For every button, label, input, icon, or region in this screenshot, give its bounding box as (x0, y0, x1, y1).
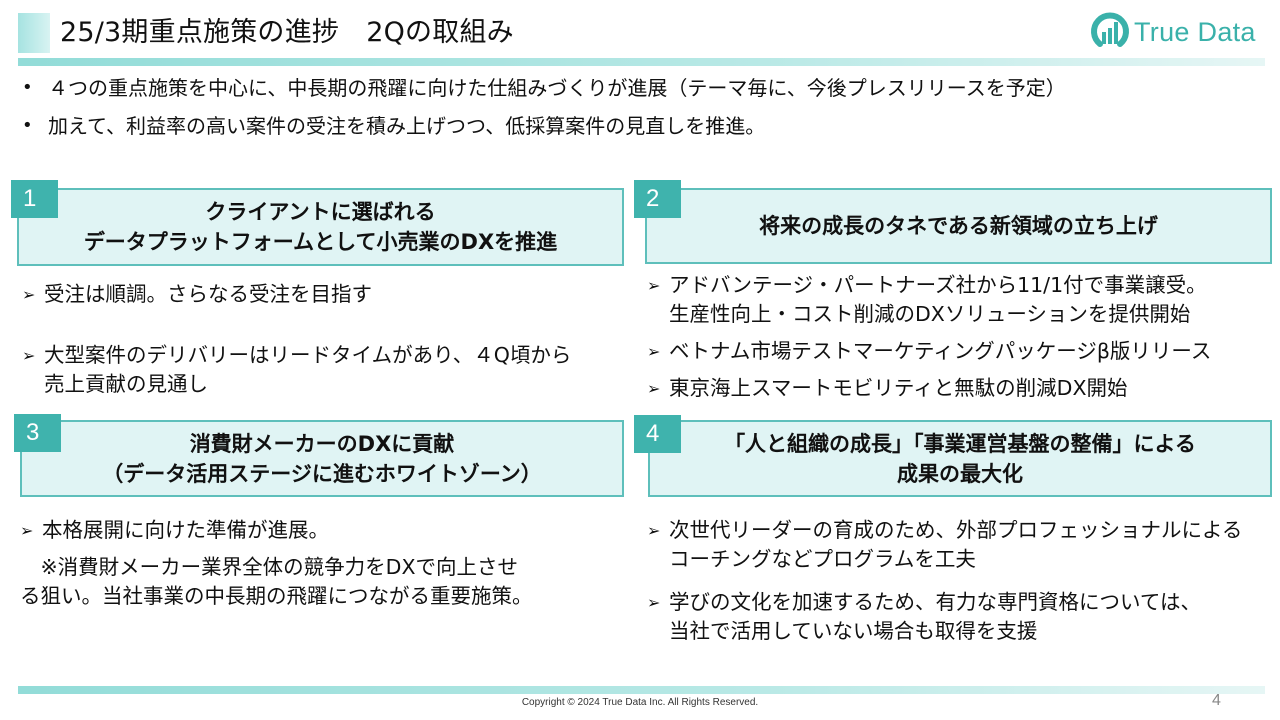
true-data-logo-icon (1090, 10, 1130, 54)
card-3-item: ➢ 本格展開に向けた準備が進展。 (20, 516, 630, 545)
card-4-heading: 「人と組織の成長」「事業運営基盤の整備」による 成果の最大化 (724, 431, 1196, 486)
logo-text: True Data (1134, 16, 1256, 47)
title-accent-bar (18, 13, 50, 53)
arrow-bullet-icon: ➢ (647, 342, 661, 361)
card-3-note: ※消費財メーカー業界全体の競争力をDXで向上させ る狙い。当社事業の中長期の飛躍… (20, 555, 533, 608)
arrow-bullet-icon: ➢ (20, 521, 34, 540)
card-2-item: ➢ 東京海上スマートモビリティと無駄の削減DX開始 (647, 374, 1277, 403)
card-1-items: ➢ 受注は順調。さらなる受注を目指す ➢ 大型案件のデリバリーはリードタイムがあ… (22, 280, 632, 399)
page-title: 25/3期重点施策の進捗 2Qの取組み (60, 17, 514, 48)
card-2-item: ➢ アドバンテージ・パートナーズ社から11/1付で事業譲受。 生産性向上・コスト… (647, 273, 1207, 326)
card-3-heading: 消費財メーカーのDXに貢献 （データ活用ステージに進むホワイトゾーン） (102, 431, 542, 486)
bullet-dot-icon: • (22, 77, 33, 98)
card-2-heading: 将来の成長のタネである新領域の立ち上げ (759, 214, 1158, 238)
card-1-heading: クライアントに選ばれる データプラットフォームとして小売業のDXを推進 (83, 200, 558, 254)
card-4-item: ➢ 学びの文化を加速するため、有力な専門資格については、 当社で活用していない場… (647, 590, 1201, 643)
summary-bullet-text: 加えて、利益率の高い案件の受注を積み上げつつ、低採算案件の見直しを推進。 (48, 114, 766, 138)
copyright-text: Copyright © 2024 True Data Inc. All Righ… (521, 697, 759, 708)
true-data-logo: True Data (1090, 10, 1256, 54)
arrow-bullet-icon: ➢ (22, 285, 36, 304)
card-4-number-badge: 4 (634, 415, 681, 453)
summary-bullets: • ４つの重点施策を中心に、中長期の飛躍に向けた仕組みづくりが進展（テーマ毎に、… (22, 74, 1262, 150)
arrow-bullet-icon: ➢ (647, 593, 661, 612)
card-4-items: ➢ 次世代リーダーの育成のため、外部プロフェッショナルによる コーチングなどプロ… (647, 516, 1277, 646)
bullet-dot-icon: • (22, 115, 33, 136)
card-2-items: ➢ アドバンテージ・パートナーズ社から11/1付で事業譲受。 生産性向上・コスト… (647, 271, 1277, 403)
card-2-item: ➢ ベトナム市場テストマーケティングパッケージβ版リリース (647, 337, 1277, 366)
title-divider (18, 58, 1265, 66)
card-4-item: ➢ 次世代リーダーの育成のため、外部プロフェッショナルによる コーチングなどプロ… (647, 518, 1243, 571)
card-1-item: ➢ 大型案件のデリバリーはリードタイムがあり、４Q頃から 売上貢献の見通し (22, 343, 572, 396)
card-2-number-badge: 2 (634, 180, 681, 218)
page-number: 4 (1212, 692, 1221, 709)
card-3-items: ➢ 本格展開に向けた準備が進展。 ※消費財メーカー業界全体の競争力をDXで向上さ… (20, 516, 630, 611)
summary-bullet-text: ４つの重点施策を中心に、中長期の飛躍に向けた仕組みづくりが進展（テーマ毎に、今後… (48, 76, 1066, 100)
summary-bullet: • ４つの重点施策を中心に、中長期の飛躍に向けた仕組みづくりが進展（テーマ毎に、… (22, 74, 1262, 112)
footer-divider (18, 686, 1265, 694)
card-1-heading-box: クライアントに選ばれる データプラットフォームとして小売業のDXを推進 (17, 188, 624, 266)
arrow-bullet-icon: ➢ (22, 346, 36, 365)
summary-bullet: • 加えて、利益率の高い案件の受注を積み上げつつ、低採算案件の見直しを推進。 (22, 112, 1262, 150)
arrow-bullet-icon: ➢ (647, 521, 661, 540)
card-1-item: ➢ 受注は順調。さらなる受注を目指す (22, 280, 632, 309)
arrow-bullet-icon: ➢ (647, 379, 661, 398)
card-3-heading-box: 消費財メーカーのDXに貢献 （データ活用ステージに進むホワイトゾーン） (20, 420, 624, 497)
card-3-number-badge: 3 (14, 414, 61, 452)
card-1-number-badge: 1 (11, 180, 58, 218)
card-2-heading-box: 将来の成長のタネである新領域の立ち上げ (645, 188, 1272, 264)
card-4-heading-box: 「人と組織の成長」「事業運営基盤の整備」による 成果の最大化 (648, 420, 1272, 497)
arrow-bullet-icon: ➢ (647, 276, 661, 295)
